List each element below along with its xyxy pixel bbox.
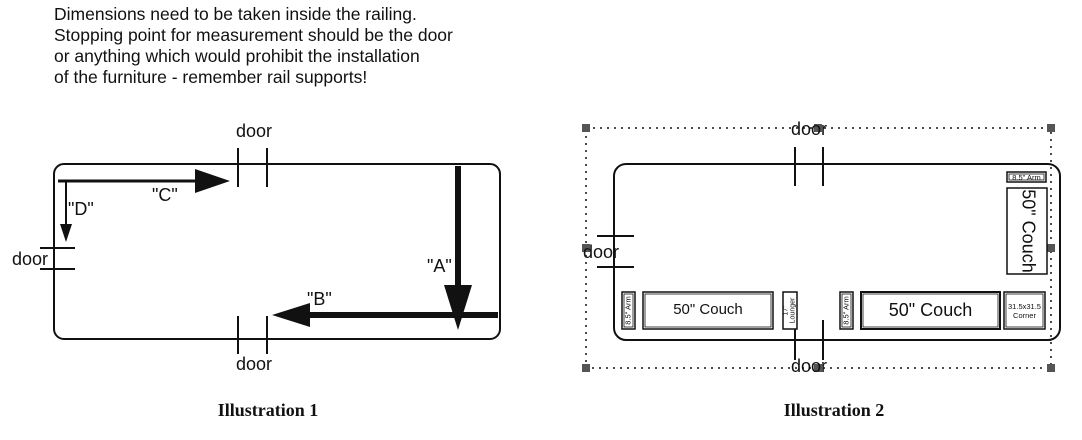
arrow-label-a: "A" (427, 256, 452, 276)
caption-illustration-2: Illustration 2 (784, 400, 885, 420)
caption-illustration-1: Illustration 1 (218, 400, 319, 420)
arrow-label-d: "D" (68, 199, 94, 219)
door-bottom (237, 316, 268, 354)
corner-label-name: Corner (1013, 311, 1036, 320)
door-label-left: door (12, 249, 48, 269)
couch-bottom-right: 50" Couch (860, 291, 1001, 330)
arm-label: 8.5" Arm (1012, 173, 1041, 182)
instruction-line: Stopping point for measurement should be… (54, 25, 453, 45)
door-label-bottom: door (791, 356, 827, 376)
instruction-line: of the furniture - remember rail support… (54, 67, 368, 87)
door-label-top: door (236, 121, 272, 141)
deck-outline (53, 163, 501, 340)
lounger-label-size: 17" (783, 305, 790, 316)
door-left (597, 235, 634, 268)
corner-label-size: 31.5x31.5 (1008, 302, 1041, 311)
instruction-line: or anything which would prohibit the ins… (54, 46, 420, 66)
instructions-text: Dimensions need to be taken inside the r… (54, 4, 554, 88)
arm-right-top: 8.5" Arm (1006, 171, 1047, 183)
arrow-label-c: "C" (152, 185, 178, 205)
arm-label: 8.5" Arm (841, 296, 850, 325)
arm-bottom-left: 8.5" Arm (621, 291, 636, 330)
deck-outline (613, 163, 1061, 341)
arm-bottom-mid: 8.5" Arm (839, 291, 854, 330)
illustration-1: door door door "C" "D" "A" (12, 121, 501, 420)
door-top (794, 147, 824, 186)
lounger-label-name: Lounger (790, 297, 797, 323)
arrow-d (60, 181, 72, 242)
arrow-label-b: "B" (307, 289, 332, 309)
door-left (40, 247, 75, 270)
couch-label: 50" Couch (1018, 189, 1038, 272)
arrow-a (444, 166, 472, 330)
illustration-2: door door door 8.5" Arm 50" Couch 8.5" A… (582, 119, 1061, 420)
selection-handles (582, 124, 1055, 372)
instruction-line: Dimensions need to be taken inside the r… (54, 4, 417, 24)
door-label-left: door (583, 242, 619, 262)
couch-bottom-left: 50" Couch (642, 291, 774, 330)
lounger: 17" Lounger (782, 291, 798, 330)
arrow-b (272, 303, 498, 327)
door-top (237, 148, 268, 187)
corner-piece: 31.5x31.5 Corner (1003, 291, 1046, 330)
door-label-bottom: door (236, 354, 272, 374)
arm-label: 8.5" Arm (623, 296, 632, 325)
arrow-c (58, 169, 230, 193)
couch-label: 50" Couch (673, 301, 743, 318)
couch-label: 50" Couch (889, 300, 972, 320)
couch-right: 50" Couch (1006, 187, 1048, 275)
door-label-top: door (791, 119, 827, 139)
